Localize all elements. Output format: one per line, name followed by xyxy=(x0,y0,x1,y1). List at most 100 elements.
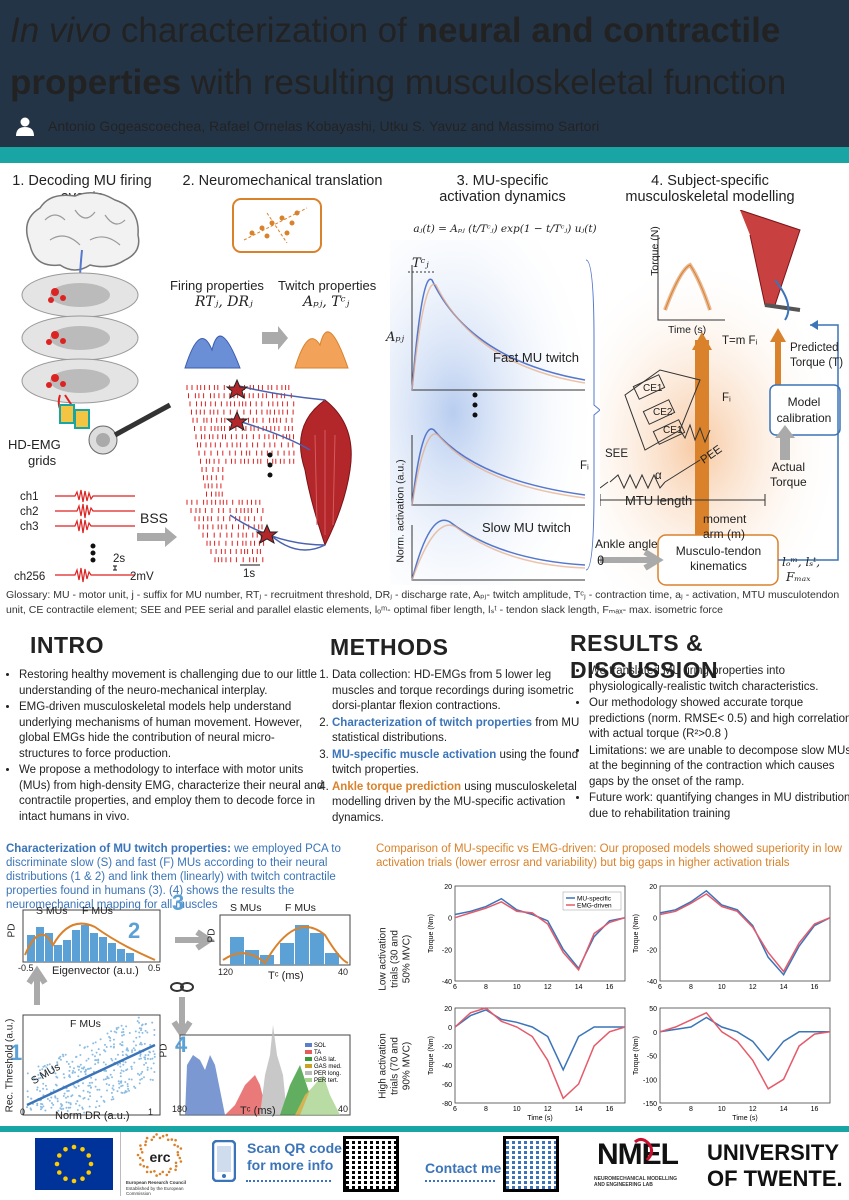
nmel-logo-accent-icon xyxy=(634,1137,654,1162)
ce1-top-label: CE1 xyxy=(643,383,663,394)
slow-mu-twitch-label: Slow MU twitch xyxy=(482,520,571,535)
rec-threshold-axis-label: Rec. Threshold (a.u.) xyxy=(4,1018,16,1113)
contact-me-label: Contact me xyxy=(425,1160,502,1176)
y-tick-label: -20 xyxy=(442,1044,452,1051)
glossary: Glossary: MU - motor unit, j - suffix fo… xyxy=(6,589,840,616)
x-tick-label: 12 xyxy=(544,984,552,991)
methods-item: Ankle torque prediction using musculoske… xyxy=(332,780,582,827)
torque-equation-label: T=m Fᵢ xyxy=(722,335,758,347)
brain-icon xyxy=(25,192,140,280)
fast-mus-label-3: F MUs xyxy=(285,902,316,914)
see-label: SEE xyxy=(605,448,629,460)
arrow-right-icon xyxy=(137,527,177,547)
pd-axis-label: PD xyxy=(6,923,18,938)
spinal-cord-icon xyxy=(21,272,139,420)
y-tick-label: -20 xyxy=(647,947,657,954)
intro-list: Restoring healthy movement is challengin… xyxy=(5,668,324,826)
title-plain: characterization of xyxy=(111,11,417,50)
time-scale-label: 2s xyxy=(113,553,126,565)
svg-text:GAS lat.: GAS lat. xyxy=(314,1057,337,1063)
x-axis-label: Time (s) xyxy=(732,1115,757,1122)
contraction-time-label: Tᶜⱼ xyxy=(412,256,429,271)
eigen-min-label: -0.5 xyxy=(18,963,34,973)
person-icon xyxy=(16,117,34,136)
fast-mus-label: F MUs xyxy=(82,905,113,917)
series-line xyxy=(659,889,831,976)
y-axis-label: Torque (Nm) xyxy=(428,1036,435,1075)
eigenvector-axis-label: Eigenvector (a.u.) xyxy=(52,965,139,977)
y-tick-label: 50 xyxy=(649,1006,657,1013)
info-qr-code[interactable] xyxy=(343,1136,399,1192)
model-parameters-label: lₒᵐ, lₛᵗ,Fₘₐₓ xyxy=(782,555,821,584)
pd-axis-label-4: PD xyxy=(158,1043,170,1058)
ce2-label: CE2 xyxy=(653,407,673,418)
title-bold-2: properties xyxy=(10,63,182,102)
methods-list: Data collection: HD-EMGs from 5 lower le… xyxy=(316,668,582,827)
time-axis-label: Time (s) xyxy=(668,324,707,336)
x-tick-label: 10 xyxy=(718,1106,726,1113)
results-list: We translated MU firing properties into … xyxy=(575,664,849,823)
spike-trains-and-muscle xyxy=(186,378,352,566)
intro-item: Restoring healthy movement is challengin… xyxy=(19,668,324,699)
title-italic: In vivo xyxy=(10,11,112,50)
activation-equation: aⱼ(t) = Aₚⱼ (t/Tᶜⱼ) exp(1 − t/Tᶜⱼ) uⱼ(t) xyxy=(413,223,597,235)
x-tick-label: 12 xyxy=(544,1106,552,1113)
tc-axis-label-4: Tᶜ (ms) xyxy=(240,1105,276,1117)
x-tick-label: 8 xyxy=(689,1106,693,1113)
poster-title-line-1: In vivo characterization of neural and c… xyxy=(10,10,840,52)
x-tick-label: 12 xyxy=(749,1106,757,1113)
y-axis-label: Torque (Nm) xyxy=(633,914,640,953)
intro-item: We propose a methodology to interface wi… xyxy=(19,763,324,825)
erc-logo-icon: erc xyxy=(136,1133,183,1177)
pca-scatter-icon xyxy=(232,198,322,253)
pca-figures: SOL TA GAS lat. GAS med. PER long. PER t… xyxy=(22,909,351,1116)
legend-entry: MU-specific xyxy=(577,896,612,903)
y-tick-label: 0 xyxy=(653,1030,657,1037)
x-tick-label: 16 xyxy=(606,1106,614,1113)
x-tick-label: 6 xyxy=(658,984,662,991)
x-tick-label: 14 xyxy=(780,984,788,991)
spike-time-scale: 1s xyxy=(243,568,256,580)
contact-qr-code[interactable] xyxy=(503,1136,559,1192)
y-tick-label: 0 xyxy=(653,916,657,923)
tc-min-label-4: 180 xyxy=(172,1104,188,1114)
x-tick-label: 6 xyxy=(453,984,457,991)
force-input-label: Fᵢ xyxy=(580,460,589,472)
results-item: Limitations: we are unable to decompose … xyxy=(589,744,849,791)
pennation-angle-label: α xyxy=(655,470,662,482)
footer xyxy=(0,1132,849,1200)
twitch-curves xyxy=(390,240,600,585)
panel-2-title: 2. Neuromechanical translation xyxy=(182,173,383,189)
eu-flag xyxy=(35,1138,113,1190)
y-axis-label: Torque (Nm) xyxy=(428,914,435,953)
tc-axis-label-3: Tᶜ (ms) xyxy=(268,970,304,982)
results-item: We translated MU firing properties into … xyxy=(589,664,849,695)
eigen-max-label: 0.5 xyxy=(148,963,161,973)
header-accent-band xyxy=(0,147,849,163)
series-line xyxy=(659,1016,830,1062)
twitch-amplitude-label: Aₚⱼ xyxy=(386,330,405,345)
y-tick-label: 20 xyxy=(444,884,452,891)
x-tick-label: 8 xyxy=(689,984,693,991)
erc-logo-text: erc xyxy=(149,1149,170,1165)
torque-axis-label: Torque (N) xyxy=(649,226,661,276)
x-tick-label: 14 xyxy=(780,1106,788,1113)
activation-axis-label: Norm. activation (a.u.) xyxy=(394,459,407,563)
chart-frame xyxy=(659,1007,831,1104)
ankle-angle-label: Ankle angle xyxy=(595,537,658,551)
y-tick-label: -40 xyxy=(442,979,452,986)
y-tick-label: -20 xyxy=(442,947,452,954)
slow-mus-label: S MUs xyxy=(36,905,68,917)
svg-text:TA: TA xyxy=(314,1050,321,1056)
channel-3-label: ch3 xyxy=(20,521,39,533)
firing-properties-symbols: RTⱼ, DRⱼ xyxy=(195,294,253,310)
authors: Antonio Gogeascoechea, Rafael Ornelas Ko… xyxy=(48,118,600,134)
x-tick-label: 16 xyxy=(811,984,819,991)
bss-label: BSS xyxy=(140,510,169,526)
